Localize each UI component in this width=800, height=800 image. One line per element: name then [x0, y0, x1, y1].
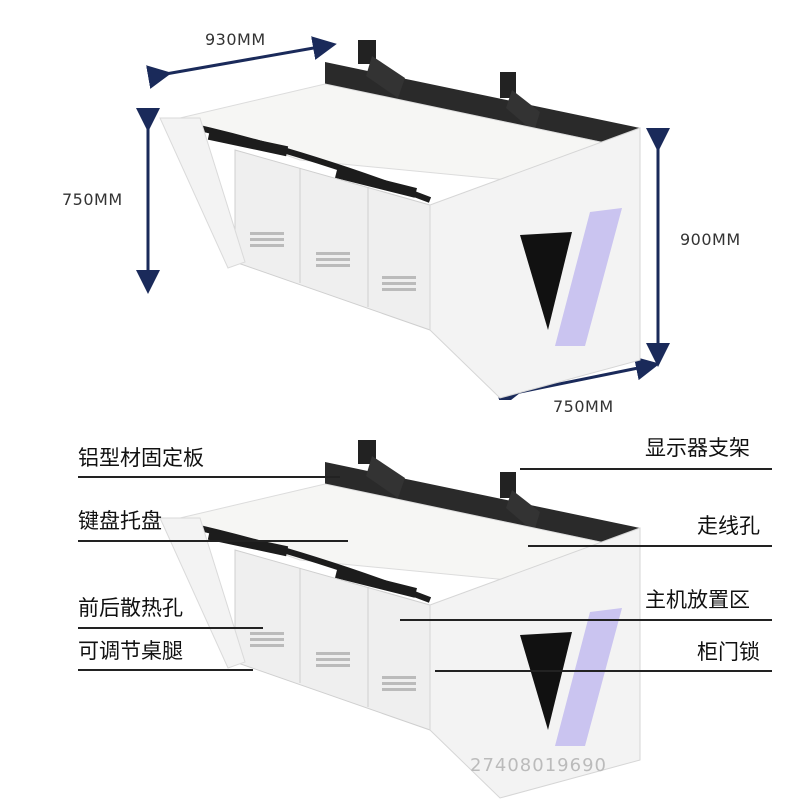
callout-line [520, 468, 772, 470]
callout-line [78, 669, 253, 671]
callout-door-lock: 柜门锁 [697, 640, 760, 664]
dimension-height-left: 750MM [62, 190, 123, 209]
callout-line [78, 627, 263, 629]
callout-line [400, 619, 772, 621]
callout-cable-hole: 走线孔 [697, 514, 760, 538]
dimension-width: 930MM [205, 30, 266, 49]
desk-feature-view: 铝型材固定板 键盘托盘 前后散热孔 可调节桌腿 显示器支架 走线孔 主机放置区 … [0, 400, 800, 800]
dimension-depth: 750MM [553, 397, 614, 416]
callout-vent-holes: 前后散热孔 [78, 596, 183, 620]
callout-keyboard-tray: 键盘托盘 [78, 509, 162, 533]
console-desk-image [136, 36, 670, 400]
callout-line [435, 670, 772, 672]
callout-adjustable-legs: 可调节桌腿 [78, 639, 183, 663]
watermark: 27408019690 [470, 755, 607, 776]
dimension-height-right: 900MM [680, 230, 741, 249]
desk-dimension-view: 930MM 750MM 900MM 750MM [62, 30, 741, 416]
callout-line [78, 540, 348, 542]
callout-monitor-mount: 显示器支架 [645, 436, 750, 460]
callout-line [528, 545, 772, 547]
console-desk-image-annotated [159, 440, 641, 799]
callout-host-area: 主机放置区 [645, 588, 750, 612]
callout-aluminum-plate: 铝型材固定板 [78, 446, 204, 470]
callout-line [78, 476, 340, 478]
